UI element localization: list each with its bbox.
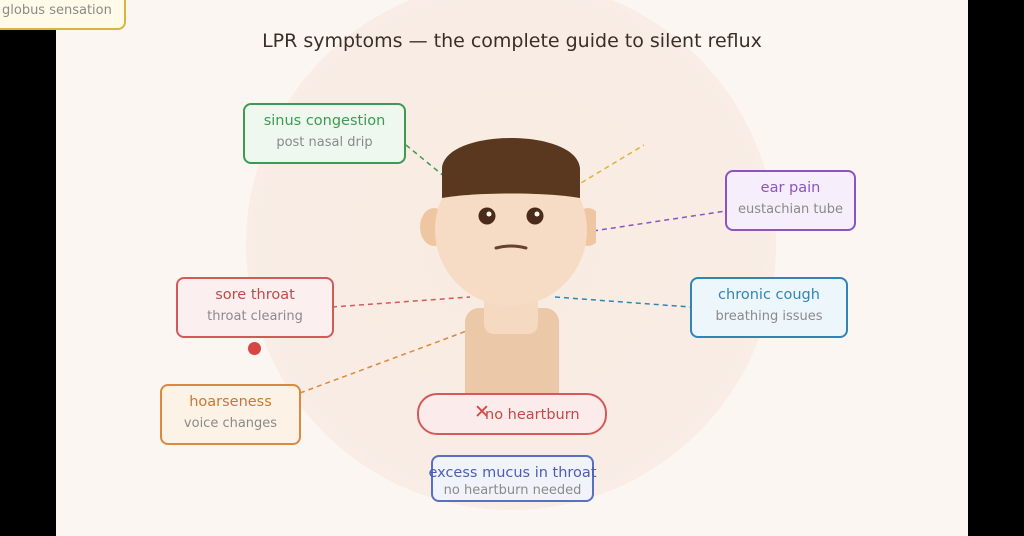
person-mouth xyxy=(494,244,528,250)
callout-mucus-sub: no heartburn needed xyxy=(443,483,582,498)
callout-heartburn: ✕ no heartburn xyxy=(417,393,607,435)
callout-mucus: excess mucus in throat no heartburn need… xyxy=(428,455,597,502)
person-figure xyxy=(420,138,596,400)
callout-heartburn-main: no heartburn xyxy=(485,407,580,423)
indicator-dot xyxy=(248,342,261,355)
callout-globus: globus sensation xyxy=(0,0,126,30)
cough-connector xyxy=(554,296,691,308)
callout-sinus: sinus congestion post nasal drip xyxy=(243,103,406,164)
ear-connector xyxy=(592,210,727,232)
callout-cough-sub: breathing issues xyxy=(715,309,823,324)
right-eye xyxy=(526,207,544,225)
callout-sore-throat-main: sore throat xyxy=(215,287,295,303)
callout-sore-throat: sore throat throat clearing xyxy=(176,277,334,338)
callout-sore-throat-sub: throat clearing xyxy=(207,309,303,324)
callout-hoarseness-main: hoarseness xyxy=(189,394,272,410)
person-hair xyxy=(442,138,580,198)
callout-cough: chronic cough breathing issues xyxy=(690,277,848,338)
callout-hoarseness: hoarseness voice changes xyxy=(160,384,301,445)
callout-ear-sub: eustachian tube xyxy=(738,202,843,217)
callout-sinus-main: sinus congestion xyxy=(263,113,386,129)
globus-connector xyxy=(565,144,645,193)
x-icon: ✕ xyxy=(474,401,490,423)
diagram-title: LPR symptoms — the complete guide to sil… xyxy=(262,30,762,52)
callout-sinus-sub: post nasal drip xyxy=(276,135,373,150)
callout-globus-main: globus sensation xyxy=(2,3,112,18)
callout-cough-main: chronic cough xyxy=(718,287,820,303)
callout-ear: ear pain eustachian tube xyxy=(725,170,856,231)
callout-ear-main: ear pain xyxy=(760,180,821,196)
callout-hoarseness-sub: voice changes xyxy=(183,416,278,431)
connector-lines xyxy=(299,144,727,394)
diagram-canvas: LPR symptoms — the complete guide to sil… xyxy=(56,0,968,536)
sinus-connector xyxy=(405,144,457,187)
left-eye xyxy=(478,207,496,225)
callout-mucus-main: excess mucus in throat xyxy=(428,465,597,481)
